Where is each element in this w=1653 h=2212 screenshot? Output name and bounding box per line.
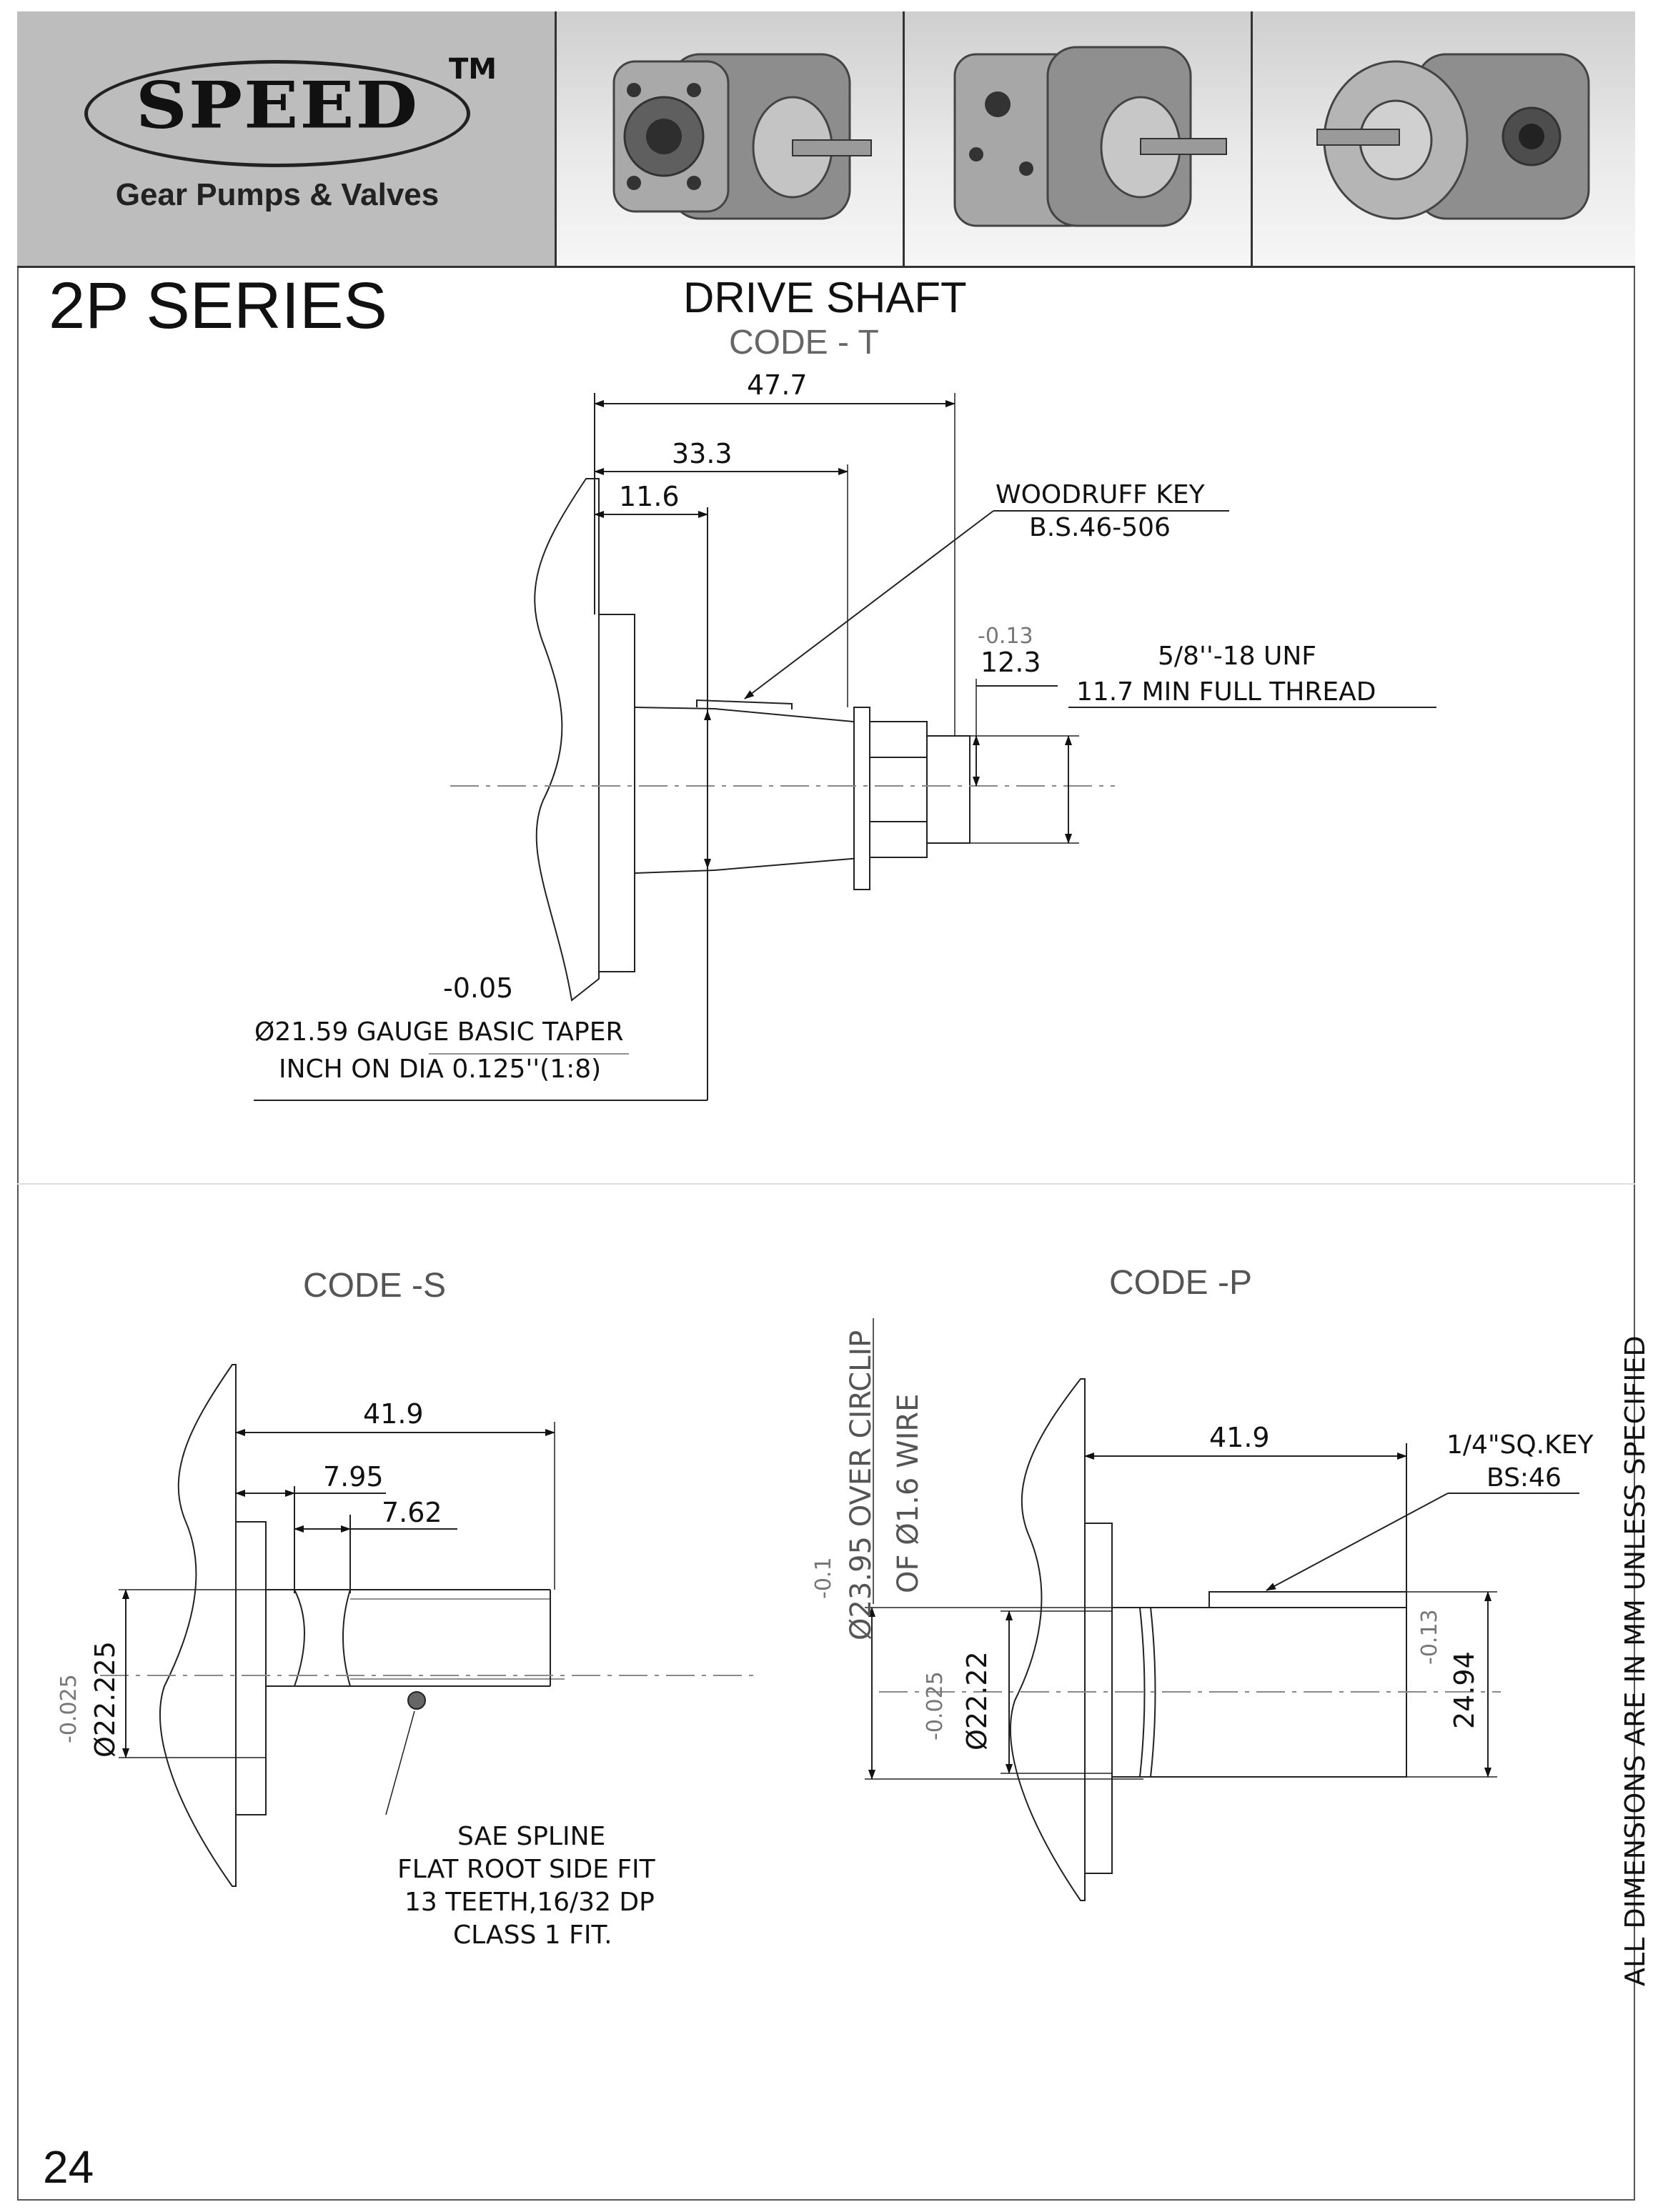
series-title: 2P SERIES <box>49 269 387 342</box>
code-p-key-line2: BS:46 <box>1486 1463 1562 1493</box>
taper-tolerance: -0.05 <box>443 972 513 1004</box>
code-p-diameter: Ø22.22 <box>961 1651 993 1750</box>
circlip-line2: OF Ø1.6 WIRE <box>892 1394 925 1593</box>
pump-photo-3-image <box>1316 53 1590 220</box>
pump-photo-1 <box>557 11 905 266</box>
spline-line2: FLAT ROOT SIDE FIT <box>397 1855 656 1884</box>
brand-tagline: Gear Pumps & Valves <box>115 177 440 212</box>
pump-photo-2-image <box>953 46 1227 227</box>
code-p-drawing <box>865 1318 1579 1901</box>
code-p-label: CODE -P <box>1109 1264 1253 1302</box>
logo-word: SPEED <box>135 66 420 144</box>
code-t-drawing <box>254 393 1436 1101</box>
section-divider <box>17 1183 1635 1185</box>
pump-photo-2 <box>905 11 1253 266</box>
pump-photo-1-image <box>612 53 872 220</box>
woodruff-key-spec: B.S.46-506 <box>1029 513 1171 542</box>
thread-dim: 12.3 <box>981 647 1041 678</box>
spline-line4: CLASS 1 FIT. <box>453 1920 612 1950</box>
taper-spec-line1: Ø21.59 GAUGE BASIC TAPER <box>254 1017 623 1047</box>
code-s-drawing <box>100 1364 758 1887</box>
code-s-dia-tolerance: -0.025 <box>56 1674 81 1743</box>
code-s-label: CODE -S <box>303 1267 447 1305</box>
code-s-dim-a: 7.95 <box>323 1461 384 1493</box>
thread-min-length: 11.7 MIN FULL THREAD <box>1076 677 1376 707</box>
key-height-tolerance: -0.13 <box>1417 1609 1442 1665</box>
circlip-tolerance: -0.1 <box>811 1557 836 1599</box>
trademark-mark: TM <box>449 53 497 86</box>
section-title: DRIVE SHAFT <box>683 274 967 322</box>
dimensions-note: ALL DIMENSIONS ARE IN MM UNLESS SPECIFIE… <box>1619 1335 1651 1986</box>
woodruff-key-label: WOODRUFF KEY <box>996 480 1206 509</box>
code-s-dim-overall: 41.9 <box>363 1398 424 1430</box>
page-number: 24 <box>43 2141 94 2193</box>
key-height-dim: 24.94 <box>1449 1651 1480 1729</box>
spline-line3: 13 TEETH,16/32 DP <box>404 1888 655 1917</box>
header-banner: SPEED TM Gear Pumps & Valves <box>17 11 1635 268</box>
code-t-dim-short: 11.6 <box>619 481 680 512</box>
thread-tolerance: -0.13 <box>978 624 1033 649</box>
pump-photo-3 <box>1253 11 1635 266</box>
logo-ellipse <box>84 60 470 167</box>
code-p-key-line1: 1/4"SQ.KEY <box>1446 1430 1594 1460</box>
code-t-label: CODE - T <box>729 324 879 362</box>
code-s-diameter: Ø22.225 <box>89 1641 121 1758</box>
code-p-dia-tolerance: -0.025 <box>923 1671 948 1740</box>
brand-logo: SPEED TM Gear Pumps & Valves <box>17 11 557 266</box>
spline-line1: SAE SPLINE <box>457 1822 605 1851</box>
code-t-dim-overall: 47.7 <box>747 369 808 401</box>
thread-spec: 5/8''-18 UNF <box>1158 642 1316 671</box>
taper-spec-line2: INCH ON DIA 0.125''(1:8) <box>279 1055 601 1084</box>
code-s-dim-b: 7.62 <box>382 1497 442 1528</box>
circlip-line1: Ø23.95 OVER CIRCLIP <box>845 1330 878 1640</box>
code-t-dim-mid: 33.3 <box>672 438 733 469</box>
code-p-dim-overall: 41.9 <box>1209 1422 1270 1453</box>
